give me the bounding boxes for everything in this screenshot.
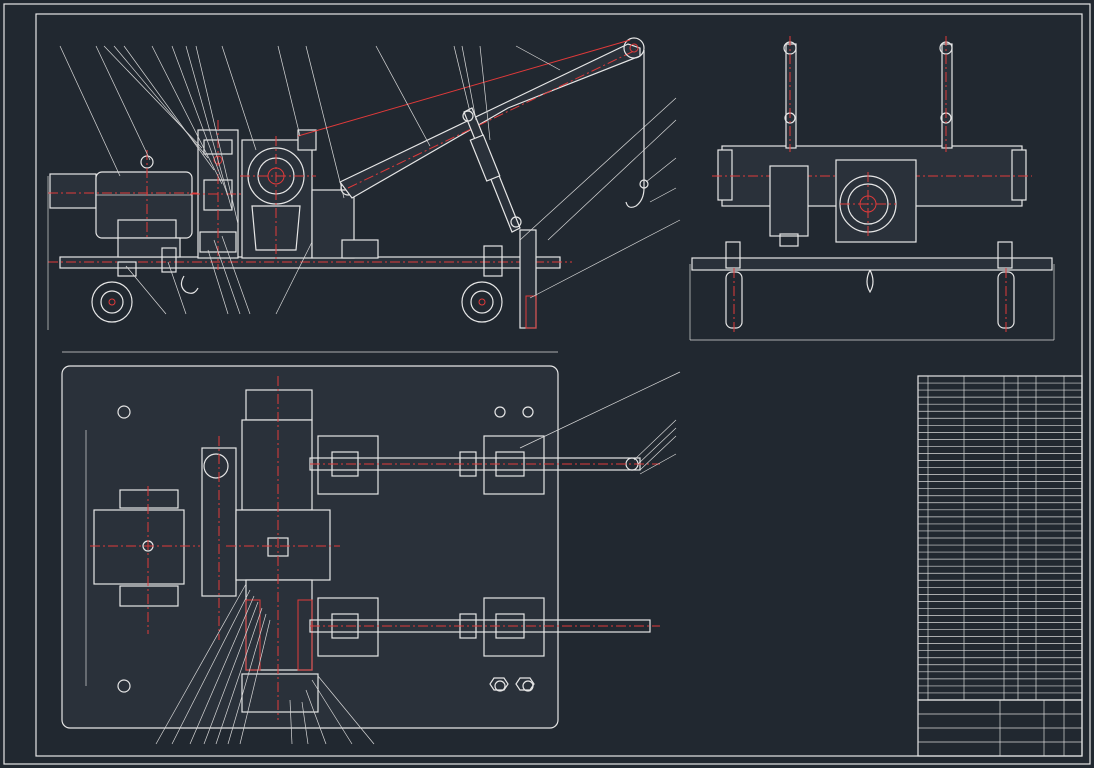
boom-pulley	[623, 37, 645, 59]
side-base-plate	[691, 257, 1053, 271]
boom-support	[311, 180, 379, 259]
outrigger-upper	[309, 435, 660, 495]
brake-coupling	[190, 120, 248, 270]
side-brake	[769, 165, 809, 237]
hydraulic-cylinder	[462, 107, 522, 233]
lift-tower-right	[939, 36, 953, 152]
plan-coupling	[201, 436, 237, 640]
outrigger-lower	[309, 597, 660, 657]
side-caster-right	[997, 241, 1015, 332]
lift-tower-left	[783, 36, 797, 152]
leader-lines-front	[59, 45, 681, 315]
plan-view	[61, 351, 681, 745]
front-caster-right	[461, 245, 503, 323]
winch-gearbox	[240, 136, 316, 262]
push-handle	[519, 229, 537, 329]
front-elevation-view	[47, 37, 681, 330]
title-block	[917, 699, 1083, 757]
motor-mount	[117, 237, 181, 258]
lifting-hook	[625, 187, 645, 208]
technical-notes	[814, 640, 898, 740]
base-hook	[180, 275, 199, 294]
plan-drum	[226, 376, 340, 720]
front-caster-left	[91, 261, 137, 323]
side-motor-fan	[835, 159, 917, 243]
parts-list-table	[917, 375, 1083, 701]
motor	[48, 150, 200, 250]
crane-boom	[297, 37, 649, 208]
plan-motor	[90, 486, 200, 634]
outer-border	[3, 3, 1091, 765]
side-caster-left	[725, 241, 743, 332]
mount-bolt	[161, 247, 177, 273]
leader-lines-plan	[155, 371, 681, 745]
handle-grip	[525, 295, 537, 329]
side-handle	[866, 269, 874, 294]
side-elevation-view	[689, 36, 1055, 341]
